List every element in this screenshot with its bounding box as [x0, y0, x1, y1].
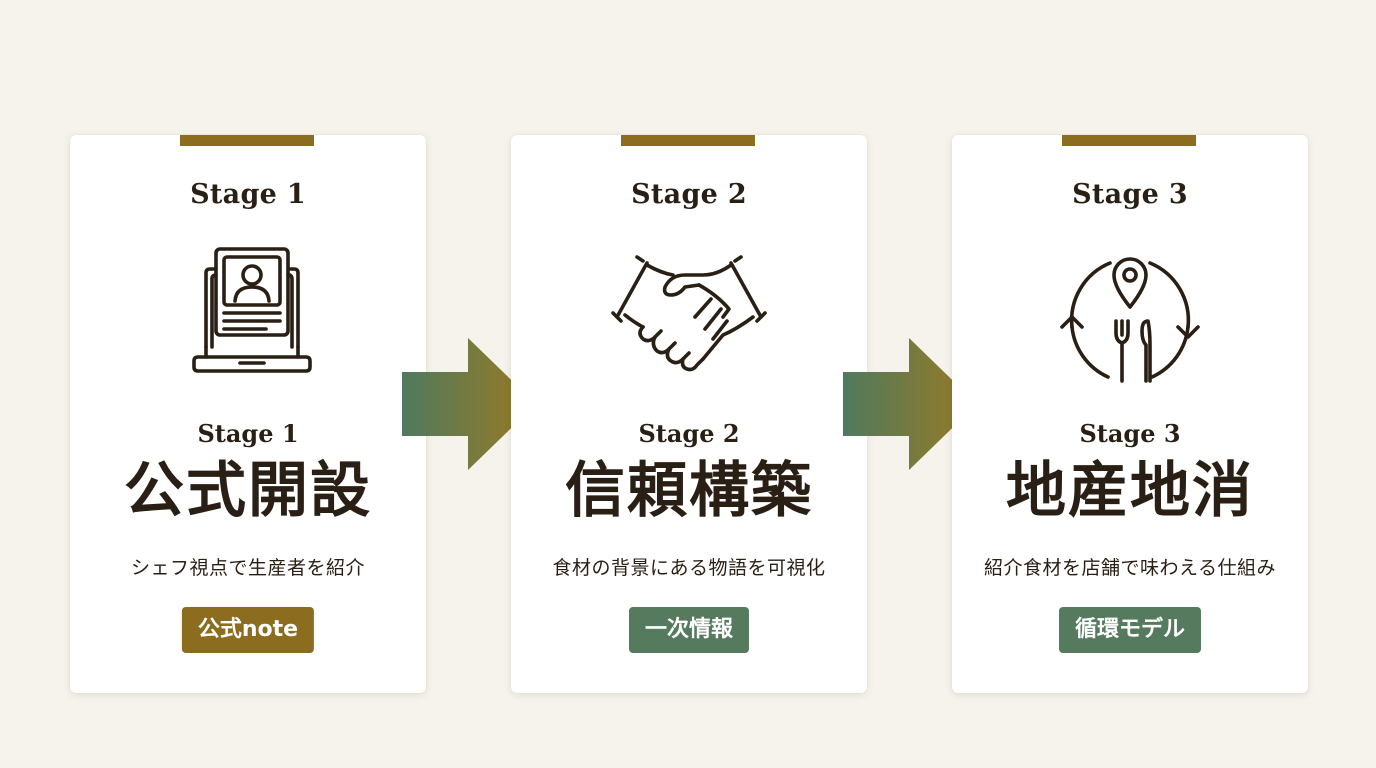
handshake-icon	[607, 235, 771, 399]
stage-description: 紹介食材を店舗で味わえる仕組み	[984, 557, 1276, 579]
stage-card-3: Stage 3 Stage 3 地産地消 紹介食材を店舗で味わえる仕組み 循環モ…	[952, 135, 1308, 693]
arrow-right-icon	[843, 338, 979, 470]
stage-label: Stage 3	[1072, 179, 1188, 210]
stage-sublabel: Stage 3	[1079, 419, 1181, 448]
stage-label: Stage 1	[190, 179, 306, 210]
stage-card-2: Stage 2 Stage	[511, 135, 867, 693]
accent-bar	[180, 135, 314, 146]
stage-heading: 地産地消	[1006, 456, 1254, 526]
stage-heading: 信頼構築	[565, 456, 813, 526]
stage-description: シェフ視点で生産者を紹介	[130, 557, 365, 579]
accent-bar	[621, 135, 755, 146]
stage-heading: 公式開設	[124, 456, 372, 526]
accent-bar	[1062, 135, 1196, 146]
stage-badge: 公式note	[181, 607, 315, 653]
stage-description: 食材の背景にある物語を可視化	[552, 557, 826, 579]
local-cycle-icon	[1048, 235, 1212, 399]
stage-sublabel: Stage 2	[638, 419, 740, 448]
arrow-right-icon	[402, 338, 538, 470]
stage-badge: 循環モデル	[1058, 607, 1202, 653]
stage-badge: 一次情報	[628, 607, 750, 653]
stage-card-1: Stage 1 Stage 1 公式開設 シェフ視点で生産者を紹介 公式note	[70, 135, 426, 693]
laptop-profile-icon	[166, 235, 330, 399]
stage-sublabel: Stage 1	[197, 419, 299, 448]
stage-label: Stage 2	[631, 179, 747, 210]
